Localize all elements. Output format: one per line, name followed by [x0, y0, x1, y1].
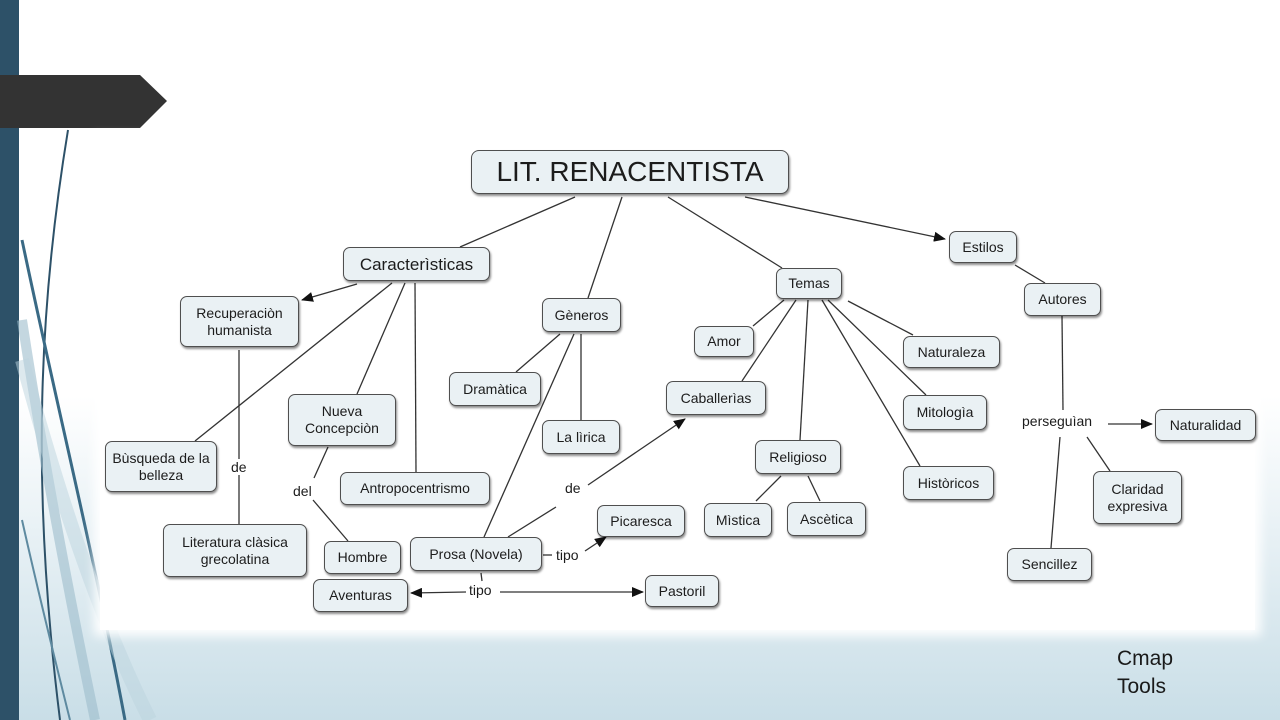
edge-generos-prosa [483, 333, 575, 538]
edge-caract-nueva [356, 282, 406, 395]
node-recuperacion: Recuperaciòn humanista [180, 296, 299, 347]
node-aventuras: Aventuras [313, 579, 408, 612]
title-tab [0, 75, 167, 128]
link-label-tipo: tipo [467, 582, 494, 598]
edge-religioso-mistica [755, 475, 782, 502]
node-religioso: Religioso [755, 440, 841, 474]
link-label-del: del [291, 483, 314, 499]
edge-root-generos [587, 196, 623, 299]
edge-de-caballerias [587, 418, 686, 486]
edge-tipo-picaresca [584, 536, 607, 552]
edge-temas-amor [752, 299, 785, 327]
link-label-de: de [563, 480, 583, 496]
edge-autores-perseguian [1061, 315, 1064, 411]
node-autores: Autores [1024, 283, 1101, 316]
node-sencillez: Sencillez [1007, 548, 1092, 581]
node-historicos: Històricos [903, 466, 994, 500]
edge-prosa-de [507, 506, 557, 538]
node-dramatica: Dramàtica [449, 372, 541, 406]
node-caracteristicas: Caracterìsticas [343, 247, 490, 281]
edge-temas-mitologia [827, 299, 927, 396]
node-generos: Gèneros [542, 298, 621, 332]
edge-generos-dramatica [515, 333, 561, 373]
node-temas: Temas [776, 268, 842, 299]
footer-line-2: Tools [1117, 675, 1167, 698]
link-label-tipo: tipo [554, 547, 581, 563]
node-ascetica: Ascètica [787, 502, 866, 536]
node-pastoril: Pastoril [645, 575, 719, 607]
node-root: LIT. RENACENTISTA [471, 150, 789, 194]
edge-prosa-tipo2 [480, 572, 483, 582]
node-caballerias: Caballerìas [666, 381, 766, 415]
edge-caract-antropo [414, 282, 417, 473]
node-antropocentrismo: Antropocentrismo [340, 472, 490, 505]
node-lirica: La lìrica [542, 420, 620, 454]
node-naturalidad: Naturalidad [1155, 409, 1256, 441]
edge-root-caracteristicas [459, 196, 576, 248]
node-hombre: Hombre [324, 541, 401, 574]
node-literatura-clasica: Literatura clàsica grecolatina [163, 524, 307, 577]
slide-side-band [0, 0, 19, 720]
node-prosa: Prosa (Novela) [410, 537, 542, 571]
node-busqueda: Bùsqueda de la belleza [105, 441, 217, 492]
edge-temas-caballerias [741, 299, 797, 382]
edge-perseguian-claridad [1086, 436, 1111, 472]
edge-religioso-ascetica [807, 475, 821, 502]
link-label-perseguian: perseguìan [1020, 413, 1095, 429]
edge-root-estilos [744, 196, 946, 242]
edge-temas-religioso [799, 299, 809, 441]
edge-estilos-autores [1014, 264, 1046, 284]
edge-temas-naturaleza [847, 300, 914, 336]
node-estilos: Estilos [949, 231, 1017, 263]
edge-root-temas [667, 196, 783, 269]
node-naturaleza: Naturaleza [903, 336, 1000, 368]
edge-del-hombre [312, 499, 349, 542]
edge-caract-busqueda [194, 282, 393, 442]
edge-nueva-hombre [313, 446, 329, 479]
edge-temas-historicos [821, 299, 921, 467]
node-amor: Amor [694, 326, 754, 357]
edge-caract-recuperacion [301, 283, 358, 302]
edge-tipo-aventuras [410, 587, 467, 598]
link-label-de: de [229, 459, 249, 475]
decorative-swirl [15, 129, 157, 720]
node-mitologia: Mitologìa [903, 395, 987, 430]
node-nueva-concepcion: Nueva Concepciòn [288, 394, 396, 446]
node-picaresca: Picaresca [597, 505, 685, 537]
footer-line-1: Cmap [1117, 647, 1174, 670]
edge-perseguian-sencillez [1050, 436, 1061, 549]
footer-caption: Cmap Tools [1117, 645, 1173, 701]
node-claridad: Claridad expresiva [1093, 471, 1182, 524]
node-mistica: Mìstica [704, 503, 772, 537]
